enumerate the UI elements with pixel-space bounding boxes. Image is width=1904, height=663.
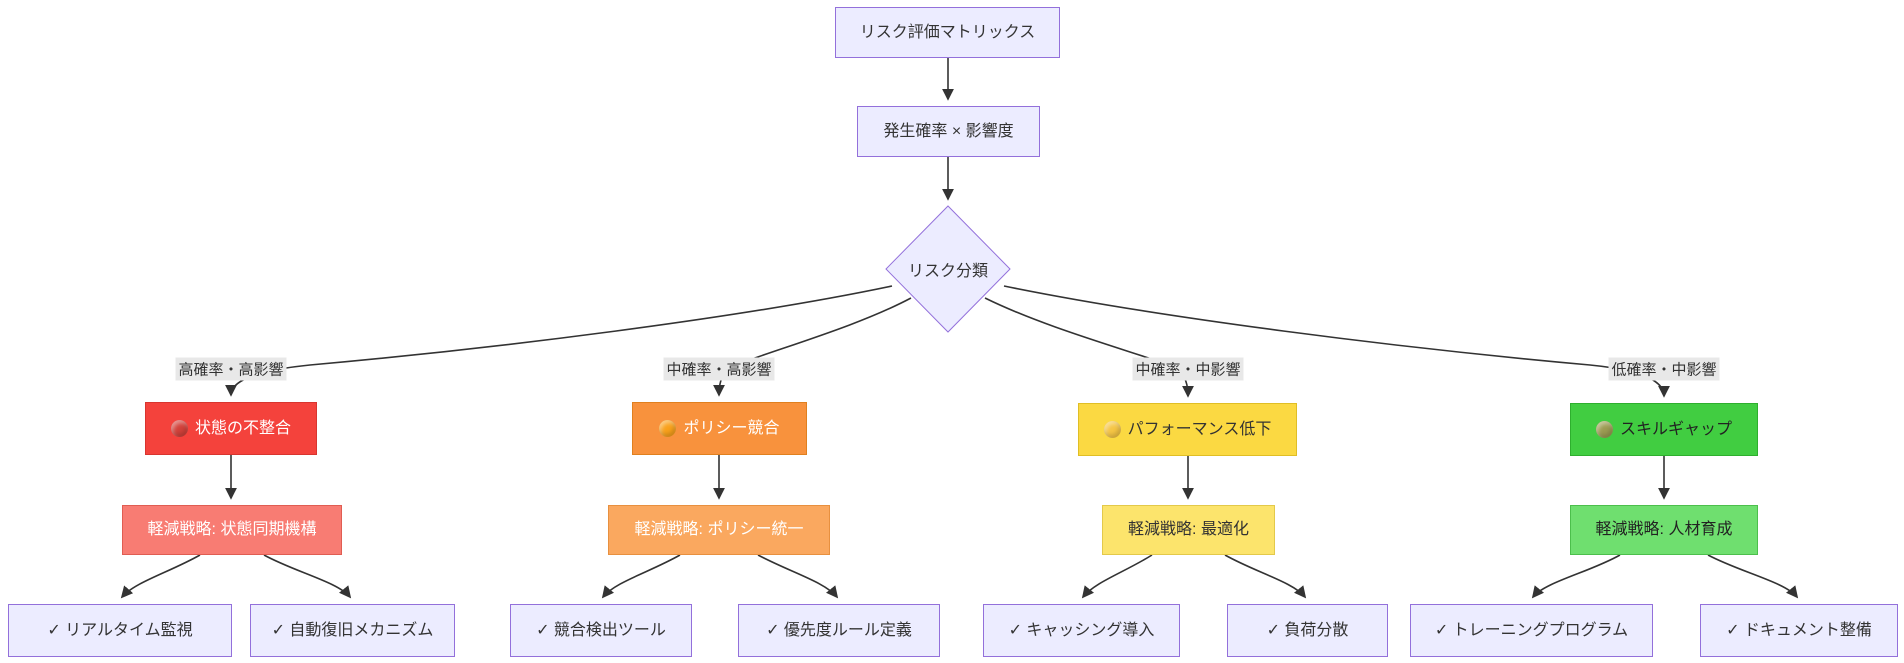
edge-mit4-act8 bbox=[1707, 554, 1799, 599]
root-node: リスク評価マトリックス bbox=[835, 7, 1060, 58]
risk-node-label: 状態の不整合 bbox=[194, 419, 291, 437]
action-node-documentation: ✓ ドキュメント整備 bbox=[1700, 604, 1898, 657]
edge-label-mid-mid: 中確率・中影響 bbox=[1132, 357, 1244, 381]
edge-mit1-act1 bbox=[120, 554, 201, 599]
decision-label: リスク分類 bbox=[907, 263, 989, 280]
risk-node-label: パフォーマンス低下 bbox=[1127, 420, 1272, 438]
action-node-priority-rule-definition: ✓ 優先度ルール定義 bbox=[738, 604, 940, 657]
risk-node-performance-degradation: パフォーマンス低下 bbox=[1078, 403, 1297, 456]
edge-decision-risk4 bbox=[1003, 285, 1670, 398]
risk-node-label: ポリシー競合 bbox=[683, 419, 780, 437]
action-node-load-balancing: ✓ 負荷分散 bbox=[1227, 604, 1388, 657]
yellow-circle-icon bbox=[1103, 421, 1121, 438]
mitigation-node-talent-development: 軽減戦略: 人材育成 bbox=[1570, 505, 1758, 555]
risk-node-label: スキルギャップ bbox=[1619, 420, 1732, 438]
edge-label-low-mid: 低確率・中影響 bbox=[1608, 357, 1720, 381]
mitigation-node-state-sync: 軽減戦略: 状態同期機構 bbox=[122, 505, 342, 555]
risk-node-policy-conflict: ポリシー競合 bbox=[632, 402, 807, 455]
risk-node-skill-gap: スキルギャップ bbox=[1570, 403, 1758, 456]
edge-mit1-act2 bbox=[263, 554, 352, 599]
action-node-caching: ✓ キャッシング導入 bbox=[983, 604, 1180, 657]
edge-mit3-act6 bbox=[1224, 554, 1307, 599]
risk-node-state-inconsistency: 状態の不整合 bbox=[145, 402, 317, 455]
action-node-conflict-detection-tool: ✓ 競合検出ツール bbox=[510, 604, 692, 657]
edge-label-high-high: 高確率・高影響 bbox=[175, 357, 287, 381]
formula-node: 発生確率 × 影響度 bbox=[857, 106, 1040, 157]
red-circle-icon bbox=[170, 420, 188, 437]
edge-label-mid-high: 中確率・高影響 bbox=[663, 357, 775, 381]
orange-circle-icon bbox=[659, 420, 677, 437]
edge-mit4-act7 bbox=[1531, 554, 1621, 599]
edge-decision-risk1 bbox=[225, 285, 893, 397]
action-node-realtime-monitoring: ✓ リアルタイム監視 bbox=[8, 604, 232, 657]
action-node-training-program: ✓ トレーニングプログラム bbox=[1410, 604, 1653, 657]
mitigation-node-policy-unification: 軽減戦略: ポリシー統一 bbox=[608, 505, 830, 555]
edge-mit2-act3 bbox=[601, 554, 681, 599]
edge-mit2-act4 bbox=[757, 554, 839, 599]
mitigation-node-optimization: 軽減戦略: 最適化 bbox=[1102, 505, 1275, 555]
action-node-auto-recovery: ✓ 自動復旧メカニズム bbox=[250, 604, 455, 657]
green-circle-icon bbox=[1595, 421, 1613, 438]
decision-diamond bbox=[885, 205, 1011, 333]
edge-mit3-act5 bbox=[1081, 554, 1153, 599]
